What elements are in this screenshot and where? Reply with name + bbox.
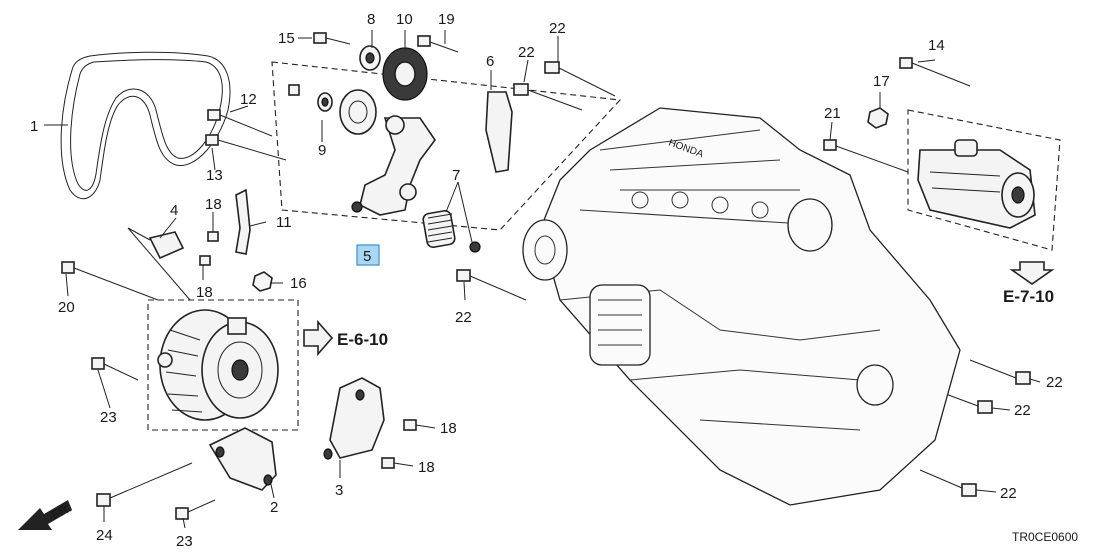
callouts: 1 2 3 4 5 6 7 8 9 10 11 12 13 14 15 16 1… [30, 11, 1063, 550]
stay-11 [235, 188, 251, 255]
starter-motor [917, 139, 1036, 229]
idler-pulley-10 [359, 45, 428, 101]
diagram-code: TR0CE0600 [1012, 530, 1078, 544]
callout-22-f: 22 [1000, 485, 1017, 502]
callout-11: 11 [276, 214, 292, 231]
callout-21: 21 [824, 105, 841, 122]
callout-10: 10 [396, 11, 413, 28]
callout-7: 7 [452, 167, 460, 184]
callout-16: 16 [290, 275, 307, 292]
engine-assembly [522, 107, 961, 506]
bolts [61, 32, 1031, 520]
callout-9: 9 [318, 142, 326, 159]
callout-1: 1 [30, 118, 38, 135]
callout-18-b: 18 [196, 284, 213, 301]
starter-group-box [907, 109, 1061, 251]
idler-pulley-9 [317, 89, 377, 135]
callout-14: 14 [928, 37, 945, 54]
bracket-2 [208, 427, 277, 491]
tensioner-group-box [271, 61, 622, 231]
leader-lines [44, 30, 1041, 529]
callout-18-a: 18 [205, 196, 222, 213]
callout-2: 2 [270, 499, 278, 516]
callout-15: 15 [278, 30, 295, 47]
drive-belt [60, 51, 231, 200]
callout-12: 12 [240, 91, 257, 108]
highlight-box-5 [356, 244, 380, 266]
callout-22-c: 22 [455, 309, 472, 326]
callout-18-d: 18 [418, 459, 435, 476]
reference-e-6-10: E-6-10 [337, 330, 388, 349]
bracket-4 [148, 231, 185, 260]
callout-4: 4 [170, 202, 178, 219]
callout-22-e: 22 [1014, 402, 1031, 419]
callout-24: 24 [96, 527, 113, 544]
arrow-right-icon [303, 319, 334, 357]
callout-6: 6 [486, 53, 494, 70]
reference-e-7-10: E-7-10 [1003, 287, 1054, 306]
callout-5: 5 [363, 248, 371, 265]
front-arrow-icon [18, 500, 72, 530]
alternator [157, 309, 279, 421]
callout-19: 19 [438, 11, 455, 28]
tensioner-stay [485, 91, 513, 173]
callout-22-a: 22 [549, 20, 566, 37]
callout-22-b: 22 [518, 44, 535, 61]
callout-22-d: 22 [1046, 374, 1063, 391]
alternator-group-box [147, 299, 299, 431]
callout-8: 8 [367, 11, 375, 28]
callout-23-a: 23 [100, 409, 117, 426]
callout-13: 13 [206, 167, 223, 184]
callout-3: 3 [335, 482, 343, 499]
callout-17: 17 [873, 73, 890, 90]
tensioner-assembly [351, 115, 481, 253]
callout-23-b: 23 [176, 533, 193, 550]
callout-20: 20 [58, 299, 75, 316]
callout-18-c: 18 [440, 420, 457, 437]
bracket-3 [329, 377, 385, 459]
arrow-down-icon [1009, 261, 1055, 285]
